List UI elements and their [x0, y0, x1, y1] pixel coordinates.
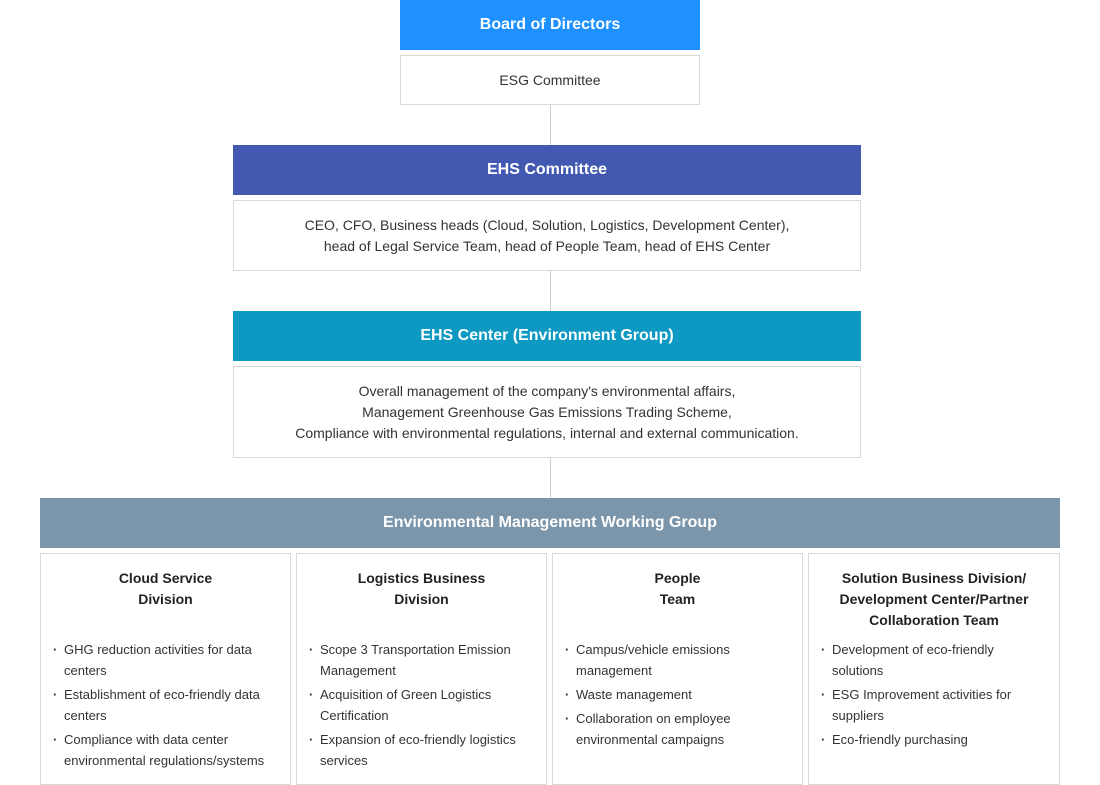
list-item: Compliance with data center environmenta… — [53, 729, 278, 771]
ehs-center-title: EHS Center (Environment Group) — [420, 327, 674, 344]
board-of-directors-header: Board of Directors — [400, 0, 700, 50]
column-title: Solution Business Division/ Development … — [839, 570, 1029, 628]
ehs-center-line: Management Greenhouse Gas Emissions Trad… — [362, 403, 732, 420]
ehs-committee-title: EHS Committee — [486, 161, 608, 178]
board-title: Board of Directors — [479, 16, 621, 33]
list-item: Scope 3 Transportation Emission Manageme… — [309, 639, 534, 681]
list-item: GHG reduction activities for data center… — [53, 639, 278, 681]
list-item: ESG Improvement activities for suppliers — [821, 684, 1047, 726]
ehs-committee-header: EHS Committee — [233, 145, 861, 195]
list-item: Eco-friendly purchasing — [821, 729, 1047, 750]
esg-committee-label: ESG Committee — [499, 71, 601, 88]
ehs-committee-line: CEO, CFO, Business heads (Cloud, Solutio… — [304, 216, 790, 233]
column-people-team: People Team Campus/vehicle emissions man… — [552, 553, 803, 785]
column-items: Campus/vehicle emissions management Wast… — [565, 639, 790, 750]
ehs-center-header: EHS Center (Environment Group) — [233, 311, 861, 361]
ehs-center-line: Compliance with environmental regulation… — [295, 424, 799, 441]
ehs-center-duties: Overall management of the company's envi… — [233, 366, 861, 458]
column-title: People Team — [654, 570, 701, 607]
column-items: Development of eco-friendly solutions ES… — [821, 639, 1047, 750]
list-item: Development of eco-friendly solutions — [821, 639, 1047, 681]
connector-center-working-group — [550, 457, 551, 498]
ehs-committee-members: CEO, CFO, Business heads (Cloud, Solutio… — [233, 200, 861, 271]
list-item: Expansion of eco-friendly logistics serv… — [309, 729, 534, 771]
column-cloud-service-division: Cloud Service Division GHG reduction act… — [40, 553, 291, 785]
column-items: Scope 3 Transportation Emission Manageme… — [309, 639, 534, 771]
working-group-title: Environmental Management Working Group — [383, 514, 717, 531]
list-item: Acquisition of Green Logistics Certifica… — [309, 684, 534, 726]
connector-board-ehs — [550, 104, 551, 145]
list-item: Waste management — [565, 684, 790, 705]
ehs-committee-line: head of Legal Service Team, head of Peop… — [323, 237, 771, 254]
list-item: Campus/vehicle emissions management — [565, 639, 790, 681]
column-items: GHG reduction activities for data center… — [53, 639, 278, 771]
esg-committee-box: ESG Committee — [400, 55, 700, 105]
list-item: Collaboration on employee environmental … — [565, 708, 790, 750]
connector-ehs-center — [550, 270, 551, 311]
column-title: Logistics Business Division — [357, 570, 486, 607]
column-logistics-business-division: Logistics Business Division Scope 3 Tran… — [296, 553, 547, 785]
column-title: Cloud Service Division — [118, 570, 213, 607]
column-solution-business-division: Solution Business Division/ Development … — [808, 553, 1060, 785]
working-group-header: Environmental Management Working Group — [40, 498, 1060, 548]
list-item: Establishment of eco-friendly data cente… — [53, 684, 278, 726]
ehs-center-line: Overall management of the company's envi… — [358, 382, 736, 399]
